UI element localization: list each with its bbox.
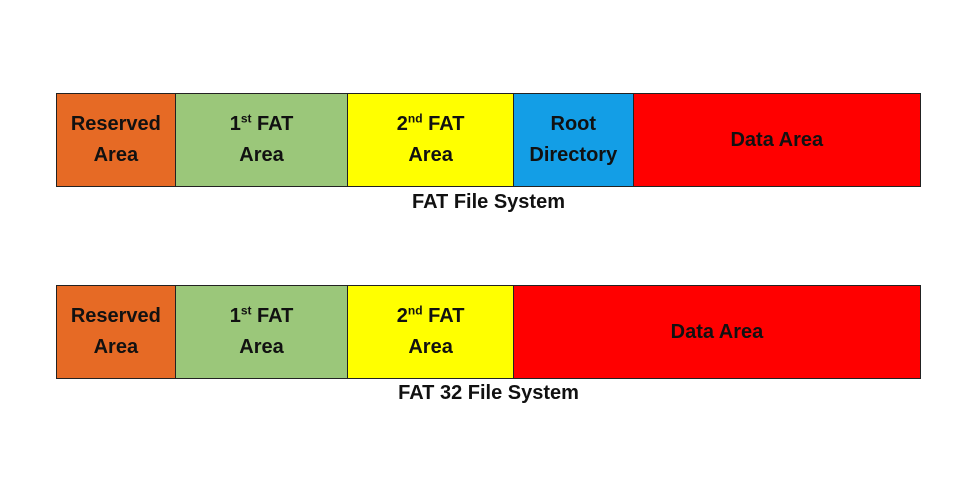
segment-label: Reserved — [70, 305, 161, 327]
fat32-caption: FAT 32 File System — [398, 382, 579, 404]
first-fat-area-segment: 1st FAT Area — [175, 94, 349, 186]
segment-label: Root — [550, 113, 597, 135]
segment-label-line2: Area — [239, 336, 284, 358]
fat-caption: FAT File System — [411, 191, 565, 213]
segment-label-line2: Area — [239, 144, 284, 166]
segment-label: 2 — [396, 113, 408, 135]
data-area-segment: Data Area — [513, 286, 920, 378]
data-area-segment: Data Area — [633, 94, 920, 186]
segment-label: 2 — [396, 305, 408, 327]
segment-label-line2: Area — [93, 336, 139, 358]
segment-label-line2: Directory — [529, 144, 618, 166]
segment-label: FAT — [422, 305, 465, 327]
segment-label-line2: Area — [93, 144, 139, 166]
segment-label-line2: Area — [408, 336, 453, 358]
first-fat-area-segment: 1st FAT Area — [175, 286, 349, 378]
segment-label: 1 — [229, 305, 241, 327]
segment-label: FAT — [422, 113, 465, 135]
segment-label-line2: Area — [408, 144, 453, 166]
segment-label: Reserved — [70, 113, 161, 135]
segment-label: FAT — [251, 113, 294, 135]
ordinal-suffix: st — [240, 303, 252, 318]
second-fat-area-segment: 2nd FAT Area — [348, 286, 514, 378]
segment-label: 1 — [229, 113, 241, 135]
ordinal-suffix: nd — [407, 303, 423, 318]
ordinal-suffix: nd — [407, 111, 423, 126]
segment-label: FAT — [251, 305, 294, 327]
segment-label: Data Area — [730, 128, 824, 151]
segment-label: Data Area — [670, 320, 764, 343]
second-fat-area-segment: 2nd FAT Area — [348, 94, 514, 186]
ordinal-suffix: st — [240, 111, 252, 126]
